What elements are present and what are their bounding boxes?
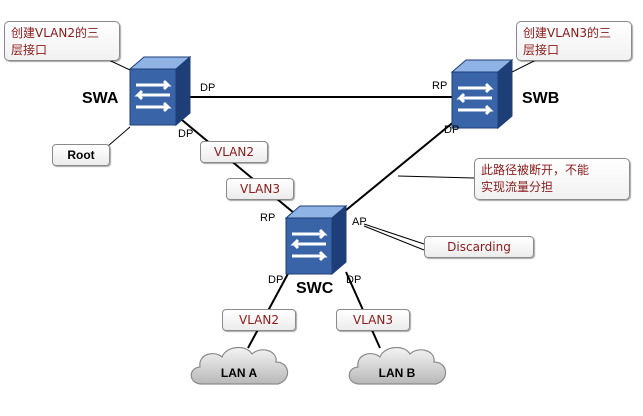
lan-a-cloud-icon: [190, 347, 289, 385]
callout-pointer-discarding-a: [363, 223, 425, 245]
port-swc-left: RP: [260, 212, 276, 224]
link-swb-swc: [333, 119, 457, 221]
switch-swa-label: SWA: [82, 90, 119, 107]
port-swb-left: RP: [432, 80, 448, 92]
switch-swa-icon: [128, 55, 192, 127]
discarding-state-tag: Discarding: [424, 236, 534, 258]
callout-pointer-root: [107, 126, 131, 147]
lan-b-label: LAN B: [378, 366, 416, 380]
switch-swb-label: SWB: [522, 90, 560, 107]
note-line: 此路径被断开，不能: [481, 163, 590, 177]
port-swa-down: DP: [178, 128, 194, 140]
path-blocked-note: 此路径被断开，不能 实现流量分担: [474, 158, 630, 200]
root-bridge-tag: Root: [52, 144, 110, 166]
note-line: 创建VLAN3的三: [523, 26, 611, 40]
swa-l3-interface-note: 创建VLAN2的三 层接口: [4, 21, 120, 61]
port-swa-right: DP: [200, 82, 216, 94]
callout-pointer-path: [397, 175, 475, 179]
port-swc-down-right: DP: [346, 274, 362, 286]
note-line: 层接口: [11, 43, 48, 57]
note-line: 实现流量分担: [481, 180, 554, 194]
lan-b-cloud-icon: [348, 347, 447, 385]
switch-swc-icon: [284, 204, 348, 276]
swc-vlan3-tag: VLAN3: [226, 178, 294, 200]
port-swc-right: AP: [352, 216, 367, 228]
note-line: 创建VLAN2的三: [11, 26, 99, 40]
callout-pointer-discarding-b: [363, 225, 425, 251]
port-swc-down-left: DP: [268, 274, 284, 286]
note-line: 层接口: [523, 43, 560, 57]
swa-vlan2-tag: VLAN2: [200, 141, 268, 163]
link-swa-swc: [181, 119, 301, 219]
swb-l3-interface-note: 创建VLAN3的三 层接口: [516, 21, 632, 61]
lan-a-vlan2-tag: VLAN2: [222, 309, 296, 331]
switch-swb-icon: [450, 58, 514, 130]
lan-a-label: LAN A: [220, 366, 258, 380]
switch-swc-label: SWC: [296, 280, 334, 297]
port-swb-down: DP: [444, 124, 460, 136]
lan-b-vlan3-tag: VLAN3: [336, 309, 410, 331]
